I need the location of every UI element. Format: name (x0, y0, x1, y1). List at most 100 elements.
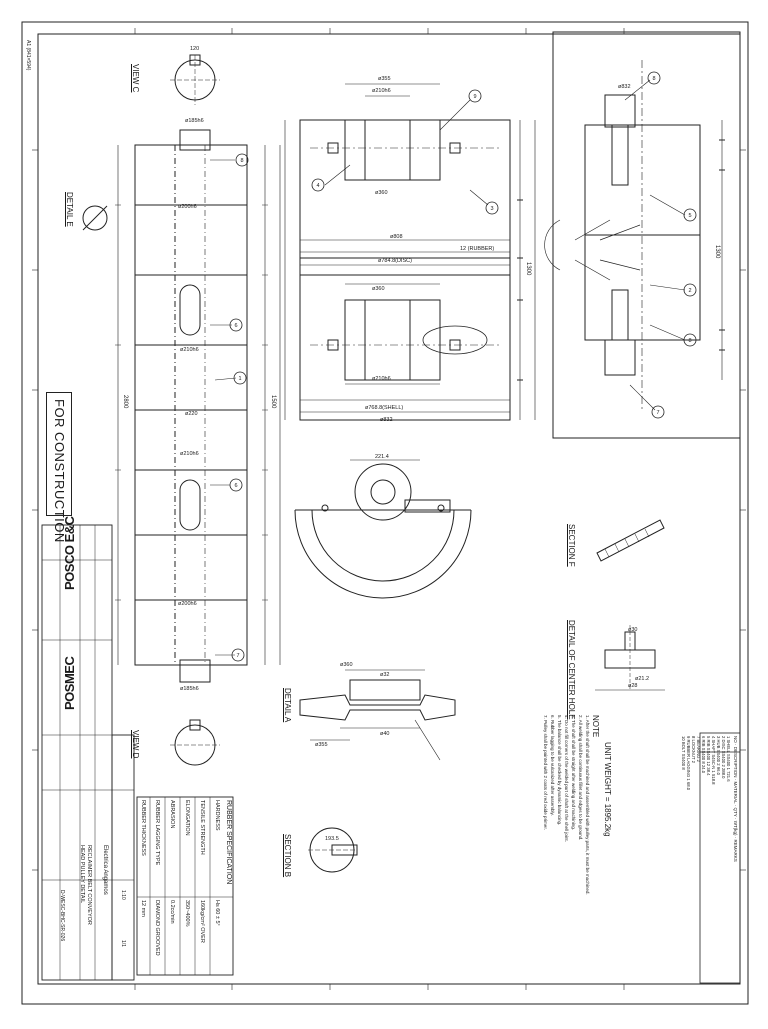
callout-4: 4 (316, 183, 319, 189)
dim-1300-right-label: 1300 (714, 245, 720, 259)
assembly-panel (544, 31, 741, 439)
company-logo-a: POSCO E&C (62, 516, 77, 590)
drawing-number: D-WESC-BHC-SR-026 (59, 890, 65, 942)
dim-32-label: ø32 (380, 672, 389, 678)
rubber-spec-row-4-key: ABRASION (169, 800, 175, 829)
dim-rubber-label: 12 (RUBBER) (460, 246, 494, 252)
section-f-drawing (596, 519, 665, 562)
dim-360c-label: ø360 (340, 662, 353, 668)
title-company: Electrica Angamos (102, 845, 108, 895)
dim-220-label: ø220 (185, 411, 198, 417)
pulley-section (284, 83, 536, 421)
dim-1500-label: 1500 (270, 395, 276, 409)
callout-6b: 6 (234, 483, 237, 489)
dim-210a-label: ø210h6 (180, 347, 199, 353)
callout-7b: 7 (656, 410, 659, 416)
dim-808-label: ø808 (390, 234, 403, 240)
dim-768-label: ø768.8(SHELL) (365, 405, 403, 411)
note-3: 3. The shaft shall be straight after wel… (571, 715, 576, 830)
callout-1: 1 (238, 376, 241, 382)
rubber-spec-row-6-key: RUBBER THICKNESS (140, 800, 146, 856)
dim-210b-label: ø210h6 (180, 451, 199, 457)
dim-200b-label: ø200h6 (178, 601, 197, 607)
dim-832-label: ø832 (380, 417, 393, 423)
callout-9: 9 (473, 94, 476, 100)
dim-30-label: ø30 (628, 627, 637, 633)
callout-2: 2 (688, 288, 691, 294)
rubber-spec-table-lines (136, 796, 234, 976)
detail-e-drawing (82, 205, 108, 231)
bom-row: 7 BEARING 2 (696, 736, 701, 762)
rubber-spec-row-1-val: Hs 60 ± 5° (214, 900, 220, 926)
note-7: 7. Pulley shall be painted with 2 coats … (543, 715, 548, 830)
dim-40-label: ø40 (380, 731, 389, 737)
callout-circles (229, 71, 697, 662)
dim-210-bot-label: ø210h6 (372, 376, 391, 382)
dim-360-label: ø360 (375, 190, 388, 196)
dim-210-top-label: ø210h6 (372, 88, 391, 94)
unit-weight: UNIT WEIGHT = 1895.2kg (603, 742, 612, 837)
section-b-label: SECTION B (283, 834, 292, 878)
bom-row: 5 RIB SS400 12 38.4 (706, 736, 711, 776)
rubber-spec-row-3-key: ELONGATION (184, 800, 190, 836)
rubber-spec-row-2-key: TENSILE STRENGTH (199, 800, 205, 855)
disc-half-view (294, 459, 472, 599)
note-5: 5. The balance shall be checked by dynam… (557, 715, 562, 826)
note-2: 2. All welding shall be continuous fille… (578, 715, 583, 841)
dim-1300-label: 1300 (525, 262, 531, 276)
outer-border (21, 21, 749, 1005)
dim-193-label: 193.5 (325, 836, 339, 842)
bom-row: 3 HUB SS400 2 96.0 (716, 736, 721, 775)
dim-355b-label: ø355 (315, 742, 328, 748)
rubber-spec-row-2-val: 160kg/cm² OVER (199, 900, 205, 943)
bom-row: 4 SHAFT S45C-N 1 518.8 (711, 736, 716, 785)
center-hole-label: DETAIL OF CENTER HOLE (567, 620, 576, 720)
dim-360b-label: ø360 (372, 286, 385, 292)
view-d-label: VIEW D (131, 730, 140, 759)
dim-832-right-label: ø832 (618, 84, 631, 90)
callout-8: 8 (240, 158, 243, 164)
inner-border (37, 33, 741, 985)
dim-185b-label: ø185h6 (180, 686, 199, 692)
zone-ticks (32, 28, 746, 990)
dim-28-label: ø28 (628, 683, 637, 689)
view-d-drawing (170, 719, 220, 766)
shaft-elevation (115, 129, 281, 683)
bom-row: 2 DISC SS400 2 288.0 (721, 736, 726, 779)
notes-title: NOTE (591, 715, 600, 738)
callout-8c: 8 (688, 338, 691, 344)
drawing-sheet-no: 1/1 (120, 940, 126, 947)
dim-200-label: ø200h6 (178, 204, 197, 210)
dim-784-label: ø784.8(DISC) (378, 258, 412, 264)
bom-row: 6 RIB SS400 8 24.0 (701, 736, 706, 774)
bom-row: 9 RUBBER LAGGING 1 68.0 (686, 736, 691, 791)
dim-21-label: ø21.2 (635, 676, 649, 682)
corner-tag: A1 (841×594) (25, 40, 31, 71)
bom-header: NO · DESCRIPTION · MATERIAL · QTY · WT(k… (733, 736, 738, 862)
dim-185-label: ø185h6 (185, 118, 204, 124)
callout-8b: 8 (652, 76, 655, 82)
callout-6a: 6 (234, 323, 237, 329)
title-drawing: HEAD PULLEY DETAIL (79, 845, 85, 904)
bom-table-lines (699, 732, 741, 984)
rubber-spec-title: RUBBER SPECIFICATION (225, 800, 232, 885)
detail-a-label: DETAIL A (283, 688, 292, 723)
dim-120-label: 120 (190, 46, 199, 52)
rubber-spec-row-4-val: 0.2cc/min (169, 900, 175, 924)
note-1: 1. After the shaft shall be machined and… (585, 715, 590, 895)
company-logo-b: POSMEC (62, 656, 77, 710)
rubber-spec-row-3-val: 350~400% (184, 900, 190, 927)
title-block-lines (41, 524, 135, 981)
section-f-label: SECTION F (567, 524, 576, 567)
detail-a-drawing (299, 669, 456, 761)
callout-3: 3 (490, 206, 493, 212)
bom-row: 8 LOCKNUT 2 (691, 736, 696, 763)
note-4: 4. Do not fill corners of the welded par… (564, 715, 569, 842)
detail-e-label: DETAIL E (65, 192, 74, 227)
section-b-drawing (308, 827, 358, 873)
dim-355-label: ø355 (378, 76, 391, 82)
title-project: RECLAIMER BELT CONVEYOR (86, 845, 92, 925)
dim-221-label: 221.4 (375, 454, 389, 460)
